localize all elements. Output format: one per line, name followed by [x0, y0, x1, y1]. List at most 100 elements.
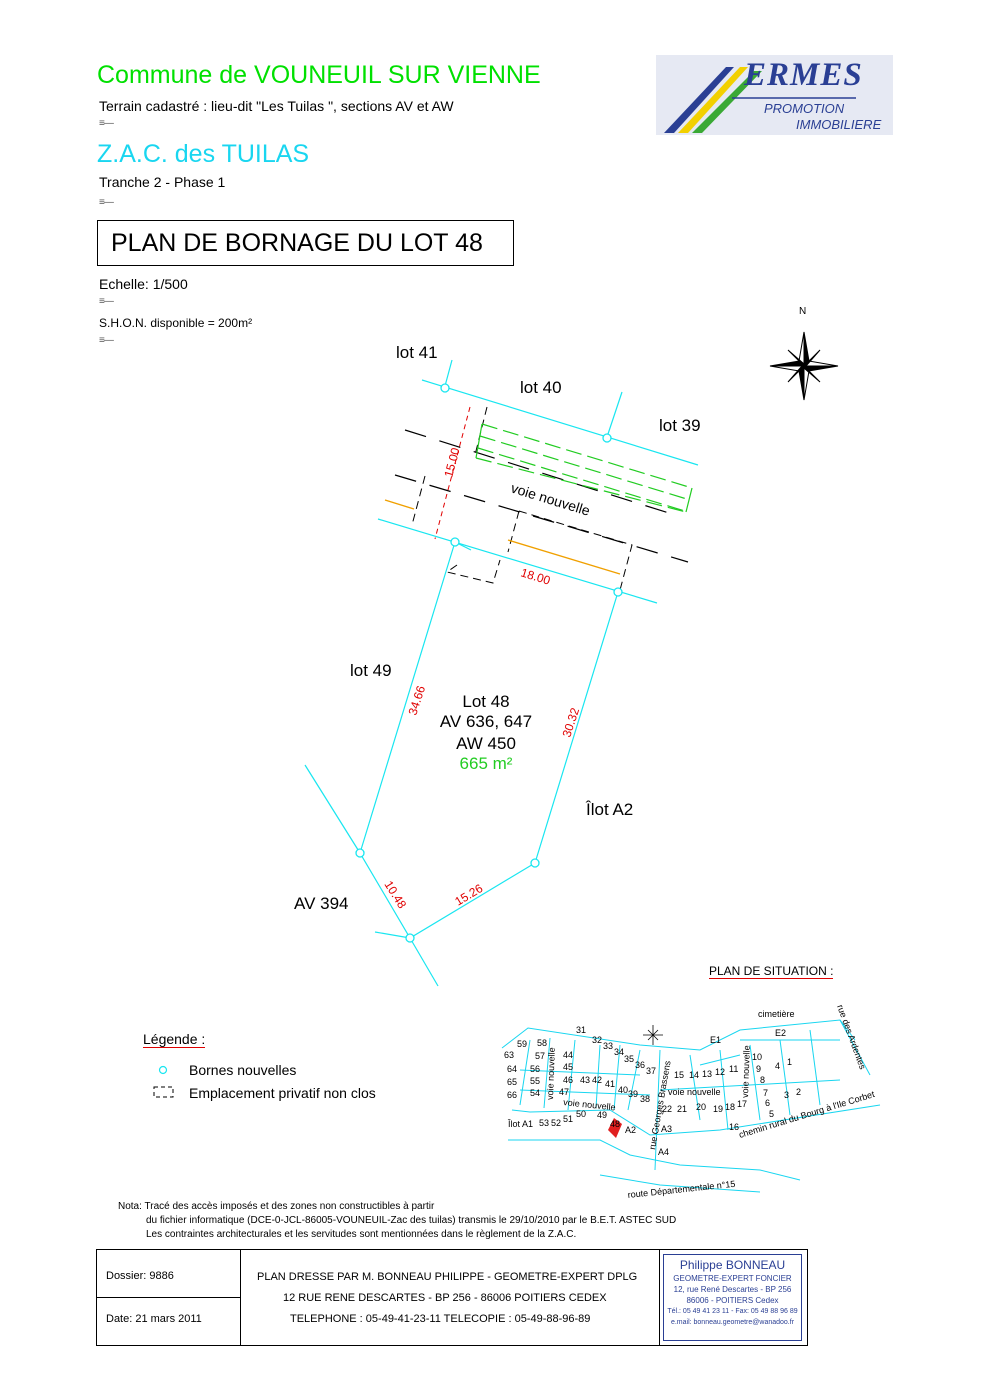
svg-text:13: 13 [702, 1069, 712, 1079]
bonneau-line-3: 86006 - POITIERS Cedex [686, 1296, 779, 1305]
lot49-label: lot 49 [350, 661, 392, 680]
svg-text:66: 66 [507, 1090, 517, 1100]
nota-line-2: du fichier informatique (DCE-0-JCL-86005… [146, 1215, 677, 1226]
ermes-logo: ERMES PROMOTION IMMOBILIERE [656, 55, 893, 135]
logo-line-promotion: PROMOTION [764, 101, 845, 116]
situation-rue-ardentes: rue des Ardentes [835, 1003, 868, 1071]
boundary-lot40-39 [606, 391, 623, 438]
situation-lot48-highlight [608, 1118, 622, 1138]
svg-text:39: 39 [628, 1089, 638, 1099]
borne-marker [440, 383, 450, 393]
footer-adresse: 12 RUE RENE DESCARTES - BP 256 - 86006 P… [283, 1292, 607, 1304]
footer-dossier: Dossier: 9886 [106, 1270, 174, 1282]
svg-text:A3: A3 [661, 1124, 672, 1134]
svg-text:41: 41 [605, 1079, 615, 1089]
svg-text:65: 65 [507, 1077, 517, 1087]
svg-text:55: 55 [530, 1076, 540, 1086]
svg-text:35: 35 [624, 1054, 634, 1064]
svg-text:19: 19 [713, 1104, 723, 1114]
commune-title: Commune de VOUNEUIL SUR VIENNE [97, 61, 541, 89]
borne-marker [613, 587, 623, 597]
svg-text:10: 10 [752, 1052, 762, 1062]
bonneau-line-1: GEOMETRE-EXPERT FONCIER [673, 1274, 792, 1283]
legend-title: Légende : [143, 1031, 206, 1048]
marker-glyph: ≡— [99, 197, 114, 208]
lot41-label: lot 41 [396, 343, 438, 362]
svg-text:57: 57 [535, 1051, 545, 1061]
svg-text:18: 18 [725, 1102, 735, 1112]
svg-text:56: 56 [530, 1064, 540, 1074]
situation-voie-1: voie nouvelle [545, 1047, 557, 1100]
borne-marker [405, 933, 415, 943]
situation-ilot-a1: Îlot A1 [507, 1119, 533, 1129]
svg-text:3: 3 [784, 1090, 789, 1100]
road-south-edge [377, 518, 658, 604]
situation-voie-3: voie nouvelle [668, 1087, 721, 1097]
compass-north-label: N [799, 306, 807, 317]
plan-title: PLAN DE BORNAGE DU LOT 48 [111, 229, 483, 257]
svg-text:16: 16 [729, 1122, 739, 1132]
borne-marker [450, 537, 460, 547]
logo-line-immobiliere: IMMOBILIERE [796, 117, 882, 132]
svg-text:51: 51 [563, 1114, 573, 1124]
svg-text:E2: E2 [775, 1028, 786, 1038]
bonneau-stamp: Philippe BONNEAU GEOMETRE-EXPERT FONCIER… [663, 1254, 802, 1341]
legend-item-bornes: Bornes nouvelles [189, 1062, 297, 1078]
borne-marker [602, 433, 612, 443]
svg-text:38: 38 [640, 1094, 650, 1104]
svg-text:5: 5 [769, 1109, 774, 1119]
svg-text:49: 49 [597, 1110, 607, 1120]
svg-text:33: 33 [603, 1041, 613, 1051]
svg-text:E1: E1 [710, 1035, 721, 1045]
svg-text:44: 44 [563, 1050, 573, 1060]
svg-text:63: 63 [504, 1050, 514, 1060]
boundary-lot49-av394 [304, 764, 361, 854]
bonneau-line-4: Tél.: 05 49 41 23 11 - Fax: 05 49 88 96 … [667, 1308, 798, 1315]
svg-text:45: 45 [563, 1062, 573, 1072]
situation-compass-icon [643, 1025, 663, 1045]
svg-text:20: 20 [696, 1102, 706, 1112]
svg-text:32: 32 [592, 1035, 602, 1045]
bonneau-line-2: 12, rue René Descartes - BP 256 [673, 1285, 792, 1294]
svg-text:1: 1 [787, 1057, 792, 1067]
logo-stripes-icon [664, 67, 856, 133]
situation-chemin: chemin rural du Bourg à l'Ile Corbet [738, 1089, 877, 1140]
lot39-label: lot 39 [659, 416, 701, 435]
svg-text:34: 34 [614, 1047, 624, 1057]
svg-text:A4: A4 [658, 1147, 669, 1157]
situation-voie-4: voie nouvelle [740, 1045, 752, 1098]
scale-label: Echelle: 1/500 [99, 276, 188, 292]
footer-telephone: TELEPHONE : 05-49-41-23-11 TELECOPIE : 0… [290, 1313, 591, 1325]
svg-text:12: 12 [715, 1067, 725, 1077]
svg-text:14: 14 [689, 1070, 699, 1080]
marker-glyph: ≡— [99, 335, 114, 346]
svg-text:22: 22 [662, 1104, 672, 1114]
logo-name: ERMES [744, 57, 863, 93]
svg-text:36: 36 [635, 1060, 645, 1070]
lot40-label: lot 40 [520, 378, 562, 397]
situation-title: PLAN DE SITUATION : [709, 964, 834, 979]
footer-plan-dresse: PLAN DRESSE PAR M. BONNEAU PHILIPPE - GE… [257, 1271, 638, 1283]
borne-marker [530, 858, 540, 868]
svg-text:2: 2 [796, 1087, 801, 1097]
svg-text:17: 17 [737, 1099, 747, 1109]
svg-text:46: 46 [563, 1075, 573, 1085]
shon-label: S.H.O.N. disponible = 200m² [99, 316, 253, 330]
terrain-subtitle: Terrain cadastré : lieu-dit "Les Tuilas … [99, 98, 454, 114]
marker-glyph: ≡— [99, 296, 114, 307]
nota-line-1: Nota: Tracé des accès imposés et des zon… [118, 1201, 435, 1212]
svg-text:40: 40 [618, 1085, 628, 1095]
boundary-lot40-south [421, 379, 699, 466]
footer-date: Date: 21 mars 2011 [106, 1313, 202, 1325]
svg-text:48: 48 [610, 1119, 620, 1129]
bonneau-line-5: e.mail: bonneau.geometre@wanadoo.fr [670, 1319, 795, 1326]
svg-text:15: 15 [674, 1070, 684, 1080]
legend-item-emplacement: Emplacement privatif non clos [189, 1085, 376, 1101]
svg-text:31: 31 [576, 1025, 586, 1035]
lot48-aw: AW 450 [456, 734, 516, 753]
borne-marker [355, 848, 365, 858]
svg-text:7: 7 [763, 1088, 768, 1098]
av394-label: AV 394 [294, 894, 349, 913]
